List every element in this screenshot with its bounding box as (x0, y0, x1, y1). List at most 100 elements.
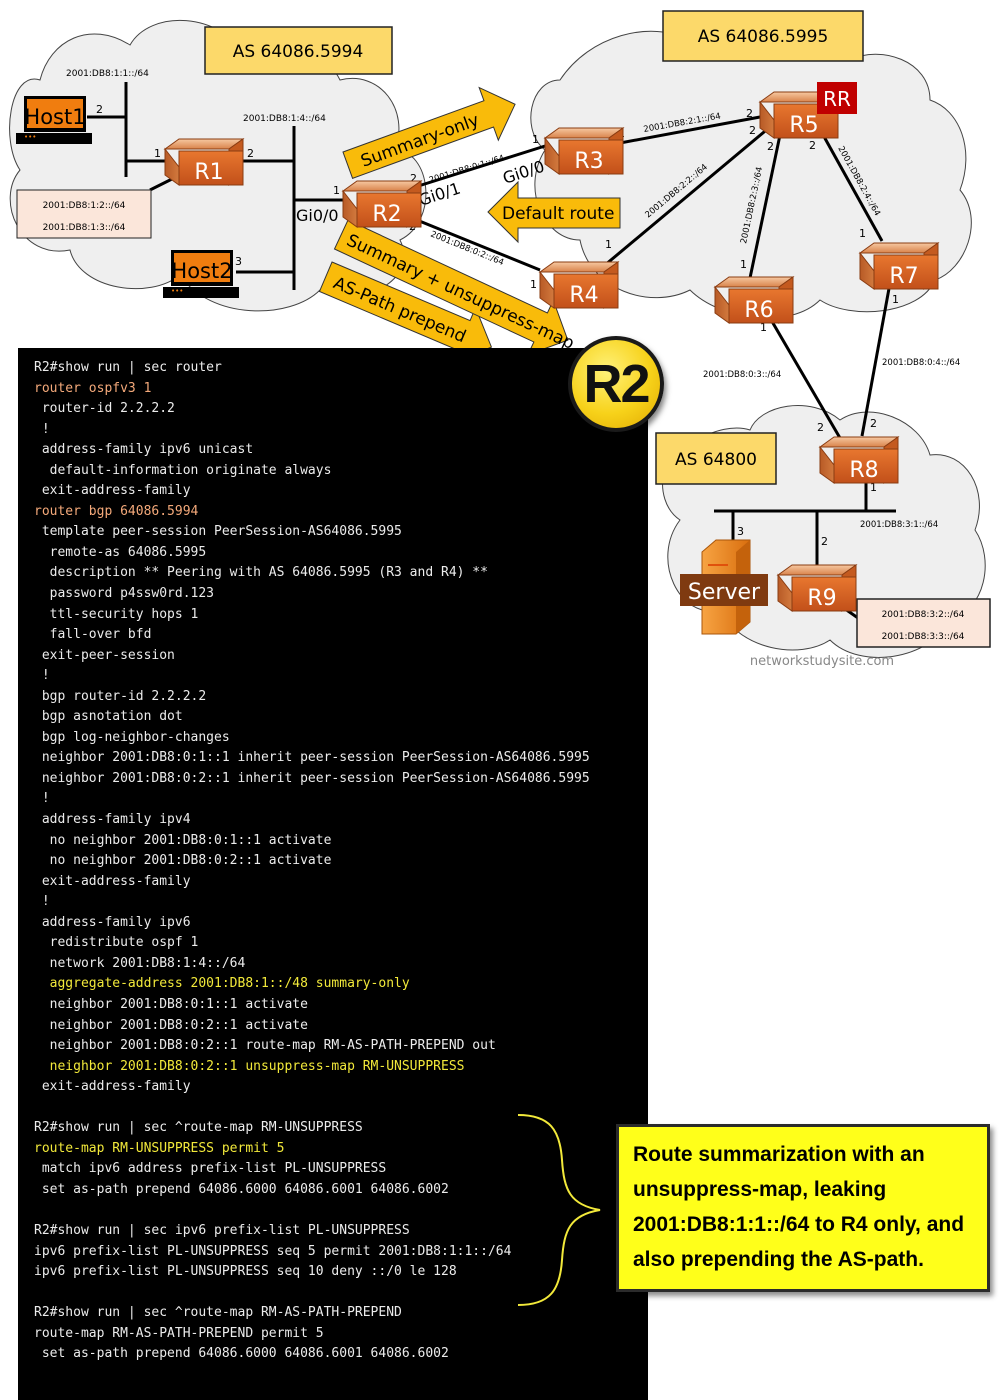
rr-badge-label: RR (823, 87, 851, 111)
terminal-line: route-map RM-UNSUPPRESS permit 5 (34, 1140, 285, 1156)
link-r2-r3 (411, 144, 546, 190)
subnet-label: 2001:DB8:0:1::/64 (428, 153, 506, 185)
link-r6-r8 (768, 317, 842, 439)
as-label-bottom: AS 64800 (675, 450, 757, 470)
terminal-line: ! (34, 421, 50, 437)
port-number: 2 (817, 421, 824, 434)
note-line: Route summarization with an (633, 1143, 925, 1166)
as-box-left: AS 64086.5994 (204, 26, 393, 75)
terminal-line: ! (34, 791, 50, 807)
terminal-line: exit-address-family (34, 873, 191, 889)
port-number: 2 (746, 107, 753, 120)
r2-badge: R2 (568, 336, 664, 432)
link-r3-r5 (619, 115, 761, 145)
server-label: Server (688, 580, 761, 605)
port-number: 2 (410, 172, 417, 185)
port-number: 2 (247, 147, 254, 160)
arrow-label: Default route (502, 204, 614, 224)
terminal-line: exit-peer-session (34, 647, 175, 663)
note-line: unsuppress-map, leaking (633, 1178, 887, 1201)
links (87, 82, 896, 620)
subnet-label: 2001:DB8:0:4::/64 (882, 358, 960, 368)
router-r9[interactable]: R9 (777, 564, 857, 612)
router-label: R1 (194, 160, 223, 185)
terminal-line: neighbor 2001:DB8:0:2::1 unsuppress-map … (34, 1058, 465, 1074)
terminal-line: ipv6 prefix-list PL-UNSUPPRESS seq 5 per… (34, 1243, 512, 1259)
terminal-line: no neighbor 2001:DB8:0:1::1 activate (34, 832, 332, 848)
port-number: 1 (870, 481, 877, 494)
subnet-label: 2001:DB8:3:1::/64 (860, 520, 938, 530)
terminal-line: no neighbor 2001:DB8:0:2::1 activate (34, 853, 332, 869)
terminal-line: ttl-security hops 1 (34, 606, 199, 622)
terminal-line: exit-address-family (34, 1079, 191, 1095)
port-number: 1 (740, 258, 747, 271)
callout-note: Route summarization with an unsuppress-m… (616, 1124, 990, 1292)
terminal-line: R2#show run | sec router (34, 360, 222, 375)
link-r2-r4 (411, 216, 541, 272)
terminal-line: fall-over bfd (34, 627, 152, 643)
router-r7[interactable]: R7 (859, 242, 939, 290)
network-diagram: AS 64086.5994 AS 64086.5995 AS 64800 200… (9, 10, 991, 669)
host-led-icon: ••• (171, 287, 183, 295)
terminal-line: aggregate-address 2001:DB8:1::/48 summar… (34, 976, 410, 992)
terminal-line: neighbor 2001:DB8:0:2::1 route-map RM-AS… (34, 1038, 496, 1054)
as-box-right: AS 64086.5995 (662, 10, 864, 62)
router-r5[interactable]: R5 (759, 91, 839, 139)
host1[interactable]: ••• Host1 (16, 96, 92, 144)
router-r3[interactable]: R3 (544, 127, 624, 175)
link-r5-r6 (748, 134, 782, 279)
server[interactable]: Server (680, 539, 768, 635)
port-number: 3 (235, 255, 242, 268)
terminal-line: template peer-session PeerSession-AS6408… (34, 524, 402, 540)
terminal-line: set as-path prepend 64086.6000 64086.600… (34, 1346, 449, 1362)
note-line: 2001:DB8:1:1::/64 to R4 only, and (633, 1213, 965, 1236)
subnet-label: 2001:DB8:3:3::/64 (882, 632, 965, 642)
r2-badge-label: R2 (583, 354, 650, 414)
as-label-right: AS 64086.5995 (698, 27, 829, 47)
router-r2[interactable]: R2 (342, 180, 422, 228)
host2-label: Host2 (171, 259, 232, 283)
terminal-line: description ** Peering with AS 64086.599… (34, 565, 488, 581)
subnet-box-r1: 2001:DB8:1:2::/64 2001:DB8:1:3::/64 (16, 189, 152, 239)
subnet-label: 2001:DB8:1:4::/64 (243, 114, 326, 124)
link-r5-r7 (820, 132, 884, 242)
router-r4[interactable]: R4 (539, 261, 619, 309)
terminal-line: ! (34, 894, 50, 910)
port-number: 2 (870, 417, 877, 430)
port-number: 3 (737, 525, 744, 538)
terminal-line: route-map RM-AS-PATH-PREPEND permit 5 (34, 1325, 324, 1341)
terminal-line: neighbor 2001:DB8:0:2::1 inherit peer-se… (34, 770, 590, 786)
terminal-line: password p4ssw0rd.123 (34, 586, 215, 602)
terminal-line: router ospfv3 1 (34, 380, 152, 396)
router-label: R4 (569, 283, 598, 308)
terminal-line: match ipv6 address prefix-list PL-UNSUPP… (34, 1161, 387, 1177)
terminal-line: R2#show run | sec ^route-map RM-AS-PATH-… (34, 1305, 402, 1321)
router-r6[interactable]: R6 (714, 276, 794, 324)
subnet-box-r9: 2001:DB8:3:2::/64 2001:DB8:3:3::/64 (856, 598, 991, 648)
terminal-line: address-family ipv4 (34, 812, 191, 828)
link-r4-r5 (604, 125, 771, 267)
terminal-line: network 2001:DB8:1:4::/64 (34, 955, 246, 971)
link-r7-r8 (860, 282, 892, 437)
port-number: 1 (333, 184, 340, 197)
router-label: R6 (744, 298, 773, 323)
port-number: 1 (154, 147, 161, 160)
as-label-left: AS 64086.5994 (233, 42, 364, 62)
router-r1[interactable]: R1 (164, 138, 244, 186)
arrow-default-route: Default route (487, 180, 621, 244)
rr-badge: RR (817, 82, 857, 114)
port-number: 1 (859, 227, 866, 240)
router-label: R2 (372, 202, 401, 227)
terminal-line: router bgp 64086.5994 (34, 503, 199, 519)
terminal-text: R2#show run | sec router router ospfv3 1… (34, 358, 590, 1365)
port-number: 2 (96, 103, 103, 116)
port-number: 2 (749, 124, 756, 137)
router-r8[interactable]: R8 (819, 436, 899, 484)
terminal-line: ! (34, 668, 50, 684)
port-number: 1 (530, 278, 537, 291)
terminal-line: neighbor 2001:DB8:0:2::1 activate (34, 1017, 308, 1033)
terminal-line: exit-address-family (34, 483, 191, 499)
host2[interactable]: ••• Host2 (163, 250, 239, 298)
port-number: 2 (767, 140, 774, 153)
subnet-label: 2001:DB8:0:2::/64 (429, 230, 505, 269)
